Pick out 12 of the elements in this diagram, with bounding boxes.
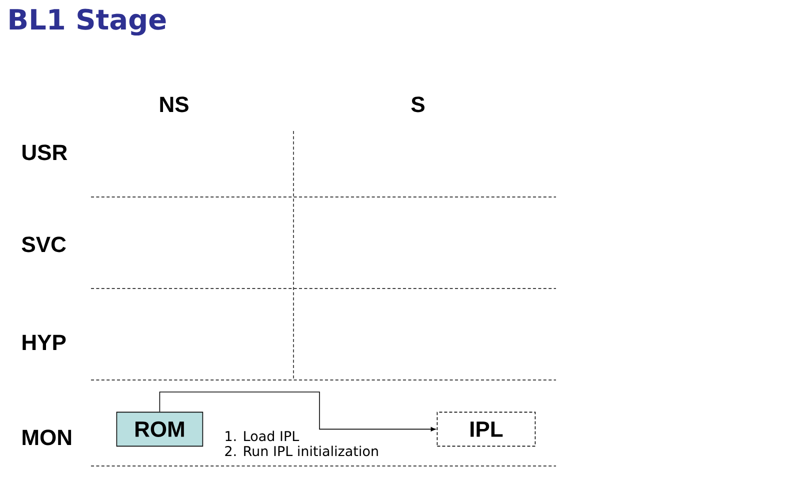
column-header: S (411, 96, 424, 112)
dashed-box: IPL (436, 412, 536, 447)
row-label: SVC (22, 236, 66, 252)
row-label: MON (22, 430, 72, 446)
process-box: ROM (116, 412, 204, 447)
column-header: NS (160, 96, 188, 112)
step-text: 1. Load IPL (226, 430, 300, 442)
step-text: 2. Run IPL initialization (225, 446, 378, 456)
row-label: USR (22, 144, 68, 160)
connector-arrow (159, 392, 436, 432)
title: BL1 Stage (10, 8, 166, 36)
row-label: HYP (22, 334, 66, 350)
